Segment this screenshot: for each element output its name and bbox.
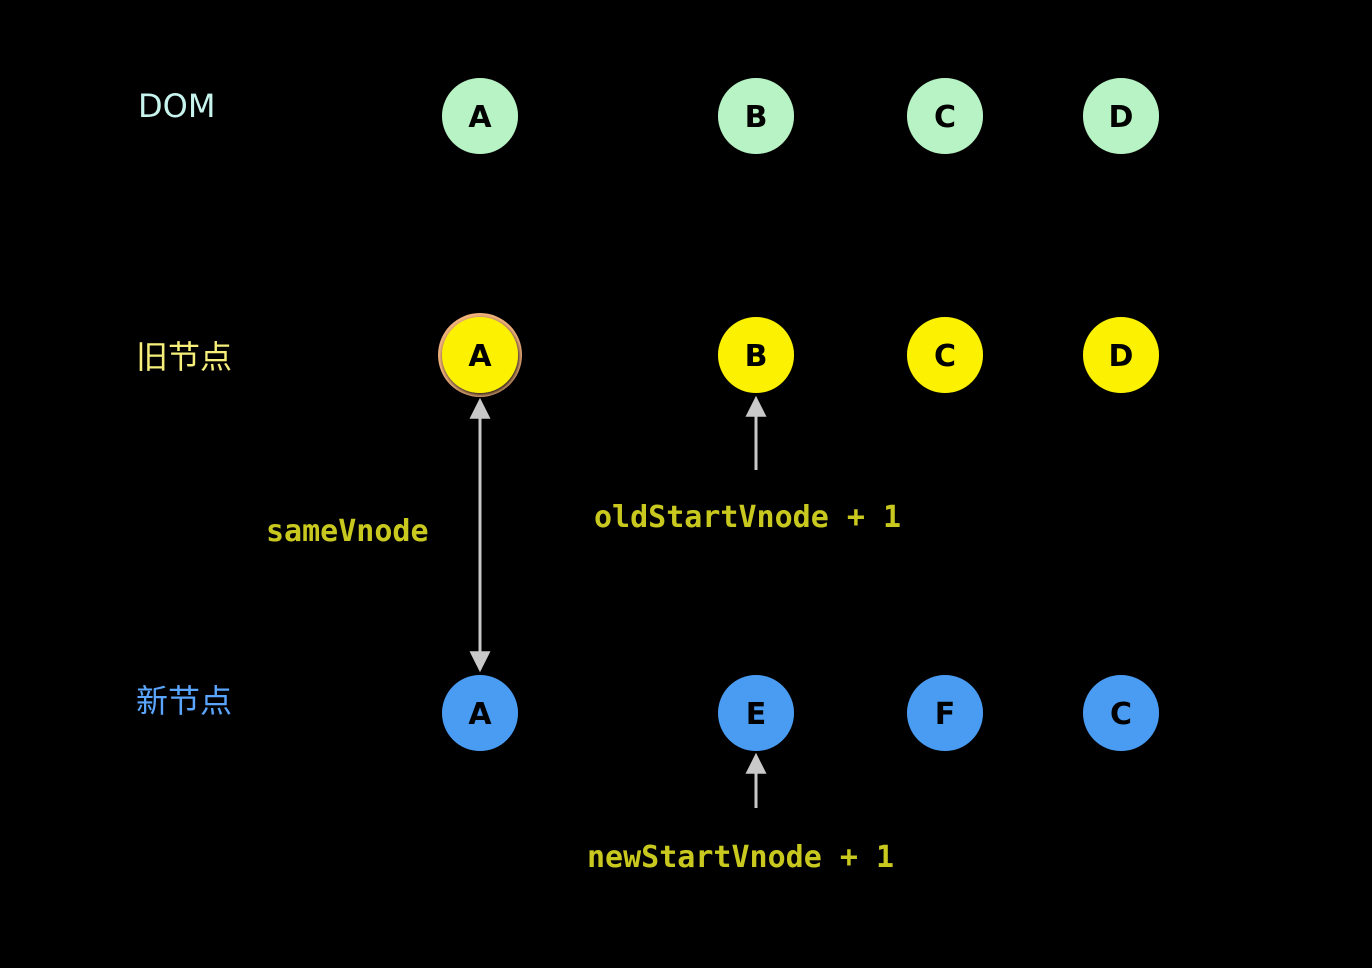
svg-text:F: F [935, 697, 956, 732]
row-label-old: 旧节点 [136, 338, 232, 376]
old-start-label: oldStartVnode + 1 [594, 500, 901, 535]
old-node-c: C [907, 317, 983, 393]
old-node-a: A [438, 313, 522, 397]
new-row: A E F C [442, 675, 1159, 751]
svg-text:A: A [468, 697, 492, 732]
new-node-e: E [718, 675, 794, 751]
svg-text:B: B [745, 339, 768, 374]
svg-text:D: D [1109, 339, 1134, 374]
dom-node-d: D [1083, 78, 1159, 154]
svg-text:D: D [1109, 100, 1134, 135]
old-node-b: B [718, 317, 794, 393]
row-label-dom: DOM [138, 87, 215, 125]
svg-text:C: C [934, 100, 956, 135]
svg-text:C: C [1110, 697, 1132, 732]
dom-node-c: C [907, 78, 983, 154]
svg-text:C: C [934, 339, 956, 374]
dom-node-a: A [442, 78, 518, 154]
old-node-d: D [1083, 317, 1159, 393]
same-vnode-label: sameVnode [266, 514, 429, 549]
new-node-a: A [442, 675, 518, 751]
old-row: A B C D [438, 313, 1159, 397]
svg-text:A: A [468, 339, 492, 374]
new-node-c: C [1083, 675, 1159, 751]
svg-text:B: B [745, 100, 768, 135]
new-start-label: newStartVnode + 1 [587, 840, 894, 875]
dom-node-b: B [718, 78, 794, 154]
svg-text:E: E [746, 697, 767, 732]
svg-text:A: A [468, 100, 492, 135]
dom-row: A B C D [442, 78, 1159, 154]
row-label-new: 新节点 [136, 682, 232, 720]
new-node-f: F [907, 675, 983, 751]
